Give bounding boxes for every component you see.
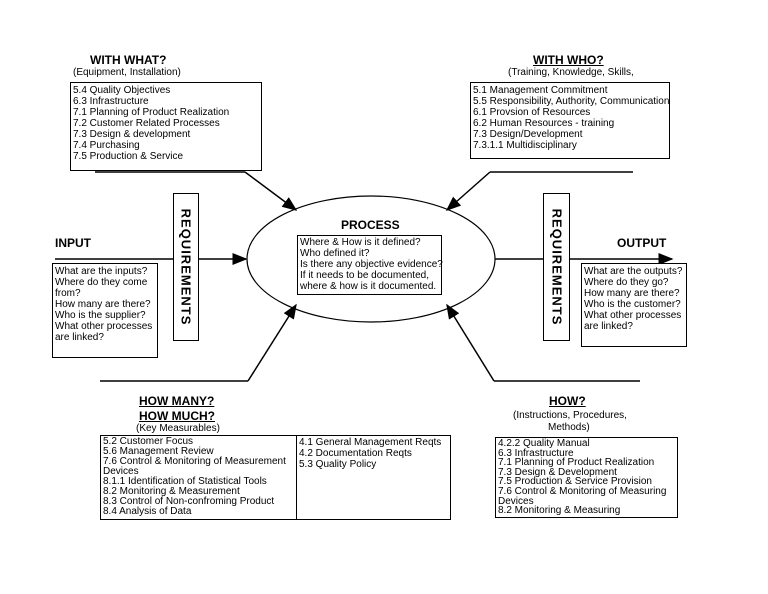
requirements-left: REQUIREMENTS [173, 193, 199, 341]
with-what-box: 5.4 Quality Objectives 6.3 Infrastructur… [70, 82, 262, 171]
how-subtitle-2: Methods) [548, 422, 590, 433]
list-item: 7.2 Customer Related Processes [73, 118, 220, 129]
list-item: 8.2 Monitoring & Measuring [498, 505, 621, 517]
list-item: 5.1 Management Commitment [473, 85, 608, 96]
requirements-label: REQUIREMENTS [178, 208, 194, 326]
with-what-subtitle: (Equipment, Installation) [73, 67, 181, 78]
list-item: 5.2 Customer Focus [103, 436, 194, 447]
list-item: 6.1 Provsion of Resources [473, 107, 591, 118]
how-box: 4.2.2 Quality Manual 6.3 Infrastructure … [495, 437, 678, 518]
list-item: 7.1 Planning of Product Realization [73, 107, 230, 118]
list-item: What are the outputs? [584, 266, 683, 277]
list-item: 7.5 Production & Service Provision [498, 476, 652, 488]
process-box: Where & How is it defined? Who defined i… [297, 235, 443, 295]
requirements-label: REQUIREMENTS [549, 208, 564, 326]
input-box: What are the inputs? Where do they come … [52, 263, 158, 358]
list-item: 6.3 Infrastructure [73, 96, 149, 107]
with-who-title: WITH WHO? [533, 53, 604, 67]
with-who-arrow [445, 171, 491, 211]
list-item: 5.4 Quality Objectives [73, 85, 171, 96]
how-many-title: HOW MANY? [139, 394, 215, 408]
process-title: PROCESS [341, 218, 400, 232]
list-item: What are the inputs? [55, 266, 148, 277]
list-item: 4.2 Documentation Reqts [299, 448, 412, 459]
list-item: 5.3 Quality Policy [299, 459, 377, 470]
list-item: What other processes are linked? [55, 321, 153, 343]
list-item: 8.4 Analysis of Data [103, 506, 192, 517]
list-item: If it needs to be documented, [300, 270, 429, 281]
with-who-subtitle: (Training, Knowledge, Skills, [508, 67, 634, 78]
list-item: 6.3 Infrastructure [498, 447, 574, 459]
list-item: 4.2.2 Quality Manual [498, 438, 590, 449]
list-item: 7.3 Design & development [73, 129, 191, 140]
list-item: Who is the customer? [584, 299, 681, 310]
how-many-box-right: 4.1 General Management Reqts 4.2 Documen… [296, 435, 451, 520]
list-item: How many are there? [55, 299, 151, 310]
list-item: Where do they come from? [55, 277, 148, 299]
with-who-box: 5.1 Management Commitment 5.5 Responsibi… [470, 82, 670, 159]
list-item: 8.1.1 Identification of Statistical Tool… [103, 476, 267, 487]
list-item: 4.1 General Management Reqts [299, 437, 442, 448]
list-item: 7.6 Control & Monitoring of Measuring De… [498, 485, 667, 507]
list-item: 7.3 Design & Development [498, 466, 617, 478]
list-item: Where & How is it defined? [300, 237, 421, 248]
output-title: OUTPUT [617, 236, 667, 250]
with-what-arrow [244, 171, 298, 211]
list-item: 7.1 Planning of Product Realization [498, 457, 655, 469]
requirements-right: REQUIREMENTS [543, 193, 570, 341]
list-item: Where do they go? [584, 277, 669, 288]
list-item: Who is the supplier? [55, 310, 146, 321]
list-item: 6.2 Human Resources - training [473, 118, 615, 129]
list-item: 7.5 Production & Service [73, 151, 184, 162]
how-subtitle-1: (Instructions, Procedures, [513, 410, 627, 421]
list-item: 7.3 Design/Development [473, 129, 583, 140]
list-item: What other processes are linked? [584, 310, 682, 332]
how-many-arrow [247, 303, 297, 382]
how-title: HOW? [549, 394, 586, 408]
list-item: 7.6 Control & Monitoring of Measurement … [103, 456, 286, 477]
list-item: 7.4 Purchasing [73, 140, 140, 151]
how-many-subtitle: (Key Measurables) [136, 423, 220, 434]
input-title: INPUT [55, 236, 91, 250]
list-item: 5.5 Responsibility, Authority, Communica… [473, 96, 670, 107]
list-item: where & how is it documented. [300, 281, 437, 292]
how-much-title: HOW MUCH? [139, 409, 215, 423]
with-what-title: WITH WHAT? [90, 53, 167, 67]
list-item: Who defined it? [300, 248, 370, 259]
list-item: 8.3 Control of Non-confroming Product [103, 496, 275, 507]
list-item: 7.3.1.1 Multidisciplinary [473, 140, 577, 151]
list-item: Is there any objective evidence? [300, 259, 443, 270]
list-item: How many are there? [584, 288, 680, 299]
output-box: What are the outputs? Where do they go? … [581, 263, 687, 347]
list-item: 5.6 Management Review [103, 446, 214, 457]
how-many-box-left: 5.2 Customer Focus 5.6 Management Review… [100, 435, 297, 520]
list-item: 8.2 Monitoring & Measurement [103, 486, 240, 497]
how-arrow [446, 303, 495, 382]
